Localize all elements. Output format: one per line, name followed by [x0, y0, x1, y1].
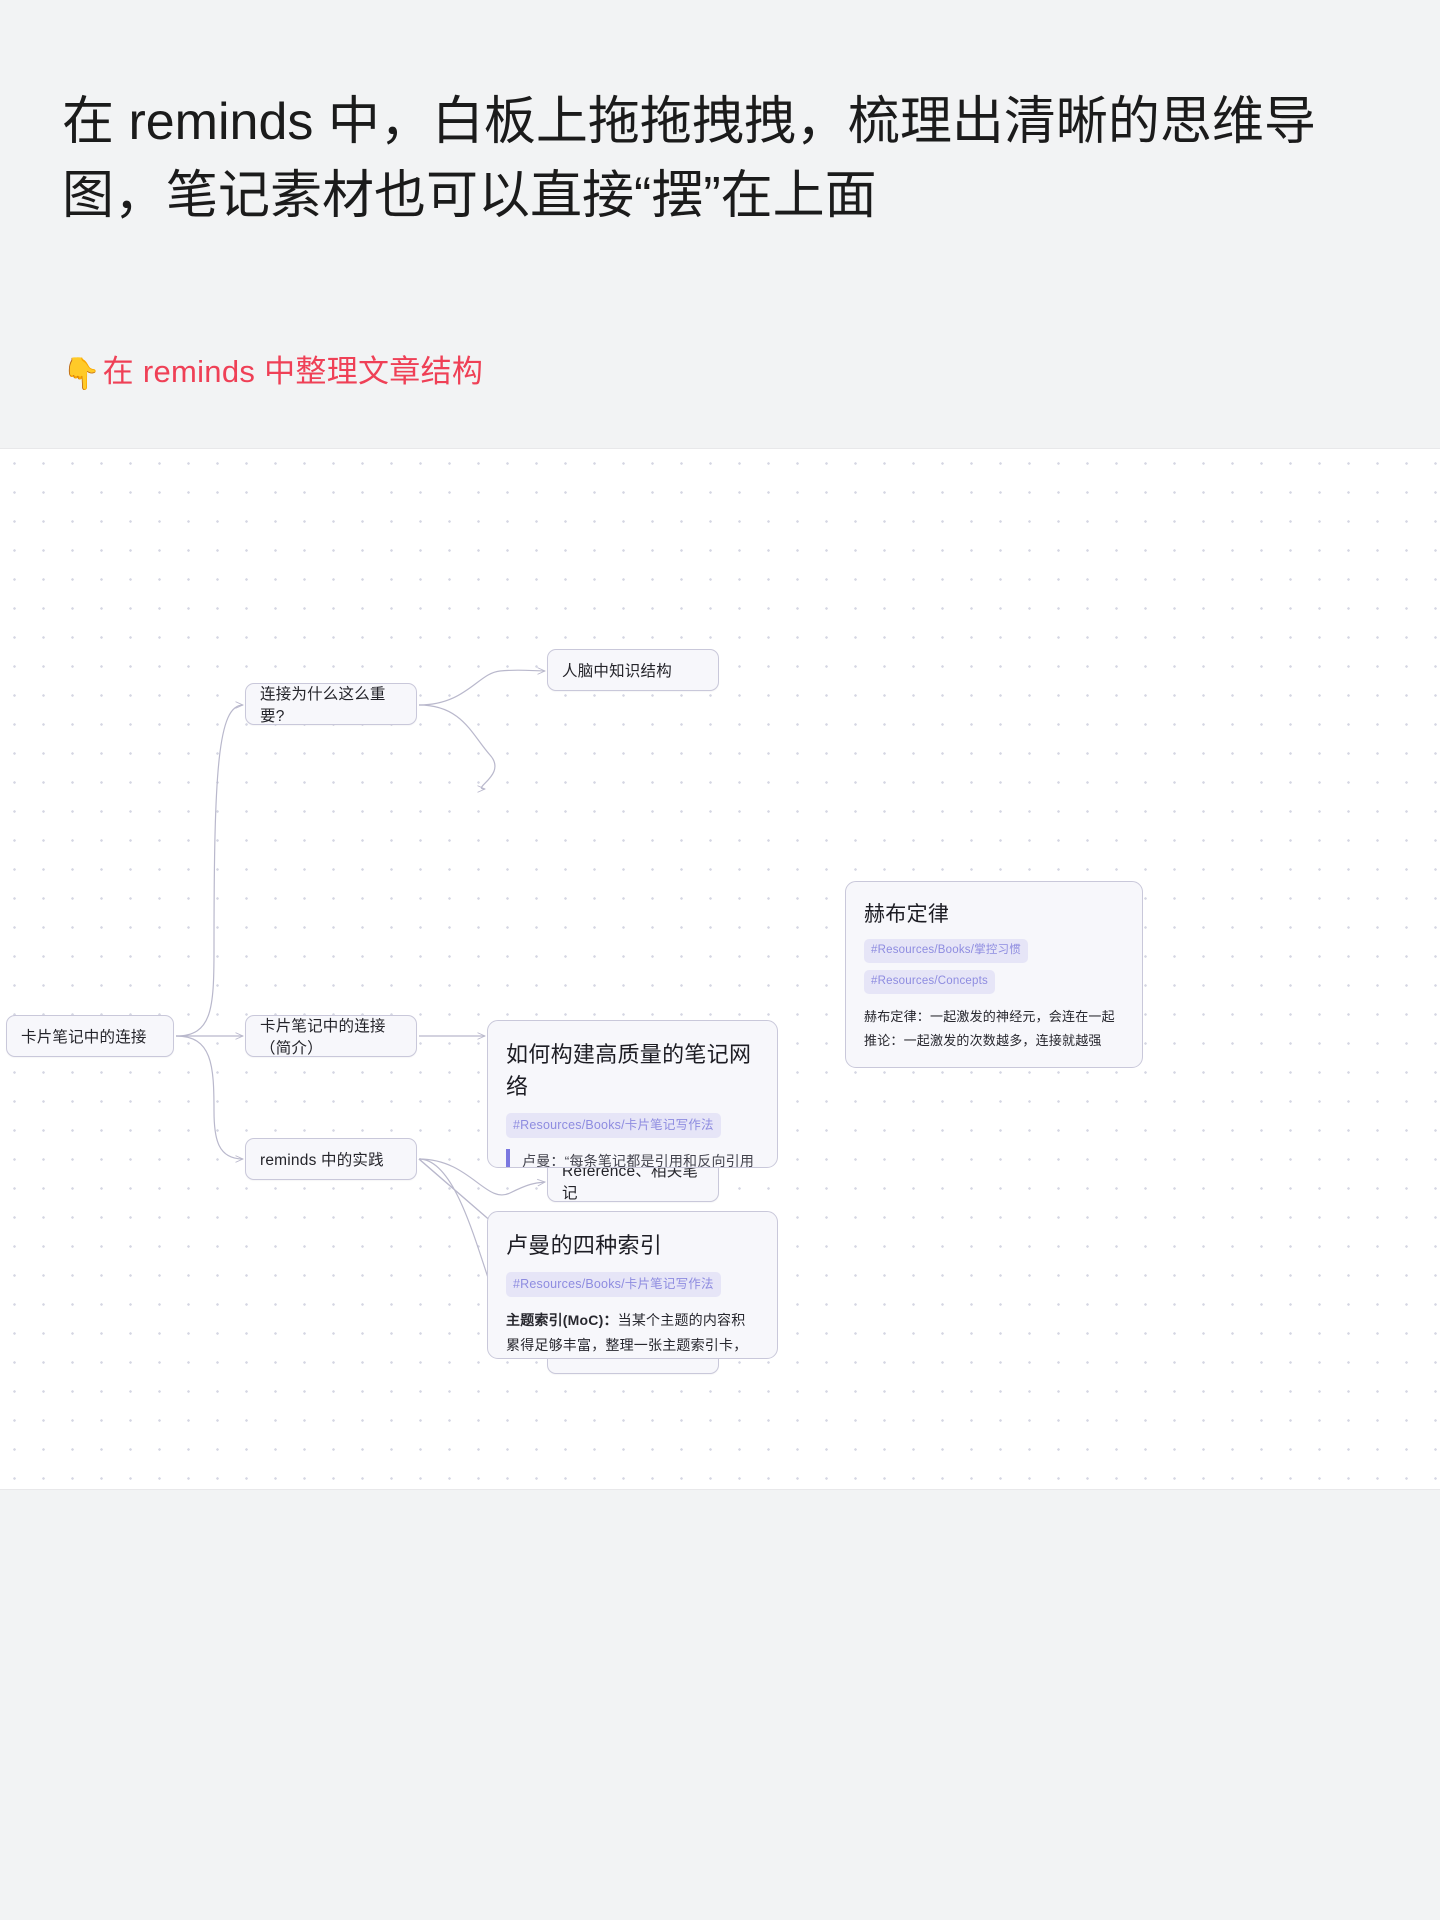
tag-chip[interactable]: #Resources/Concepts [864, 969, 995, 994]
header-section: 在 reminds 中，白板上拖拖拽拽，梳理出清晰的思维导图，笔记素材也可以直接… [0, 0, 1440, 448]
note-card-quote: 卢曼：“每条笔记都是引用和反向引用系统网络中的一个元素，笔记的质量就取决于这个网… [506, 1149, 759, 1167]
subtitle: 👇 在 reminds 中整理文章结构 [62, 352, 483, 392]
whiteboard-canvas[interactable]: 卡片笔记中的连接 连接为什么这么重要? 卡片笔记中的连接（简介） reminds… [0, 448, 1440, 1490]
note-card-luhmann[interactable]: 卢曼的四种索引 #Resources/Books/卡片笔记写作法 主题索引(Mo… [487, 1211, 778, 1359]
note-card-title: 卢曼的四种索引 [506, 1233, 663, 1258]
node-root[interactable]: 卡片笔记中的连接 [6, 1015, 174, 1057]
note-card-paragraph: 赫布定律：一起激发的神经元，会连在一起 [864, 1008, 1115, 1024]
page-title: 在 reminds 中，白板上拖拖拽拽，梳理出清晰的思维导图，笔记素材也可以直接… [62, 93, 1316, 225]
note-card-tags: #Resources/Books/掌控习惯 #Resources/Concept… [864, 939, 1124, 994]
tag-chip[interactable]: #Resources/Books/卡片笔记写作法 [506, 1272, 721, 1298]
node-branch-reminds-practice[interactable]: reminds 中的实践 [245, 1138, 417, 1180]
note-card-paragraph-label: 主题索引(MoC)： [506, 1312, 618, 1329]
note-card-tags: #Resources/Books/卡片笔记写作法 [506, 1272, 759, 1298]
note-card-paragraph: 主题索引(MoC)：当某个主题的内容积累得足够丰富，整理一张主题索引卡，对整个主… [506, 1308, 759, 1358]
note-card-tags: #Resources/Books/卡片笔记写作法 [506, 1113, 759, 1139]
note-card-title: 赫布定律 [864, 903, 950, 926]
node-branch-zettelkasten-intro[interactable]: 卡片笔记中的连接（简介） [245, 1015, 417, 1057]
tag-chip[interactable]: #Resources/Books/掌控习惯 [864, 939, 1028, 963]
tag-chip[interactable]: #Resources/Books/卡片笔记写作法 [506, 1113, 721, 1139]
subtitle-label: 在 reminds 中整理文章结构 [102, 354, 484, 389]
node-branch-why-connection[interactable]: 连接为什么这么重要? [245, 683, 417, 725]
note-card-title: 如何构建高质量的笔记网络 [506, 1042, 752, 1099]
note-card-paragraph: 推论：一起激发的次数越多，连接就越强 [864, 1032, 1102, 1048]
note-card-network[interactable]: 如何构建高质量的笔记网络 #Resources/Books/卡片笔记写作法 卢曼… [487, 1020, 778, 1168]
note-card-hebb[interactable]: 赫布定律 #Resources/Books/掌控习惯 #Resources/Co… [845, 881, 1143, 1068]
pointing-down-icon: 👇 [62, 355, 101, 391]
note-card-paragraph-body: 当某个主题的内容积累得足够丰富，整理一张主题索引卡，对整个主题进行概览，链接要有… [506, 1312, 748, 1354]
node-leaf-brain-knowledge-structure[interactable]: 人脑中知识结构 [547, 649, 719, 691]
